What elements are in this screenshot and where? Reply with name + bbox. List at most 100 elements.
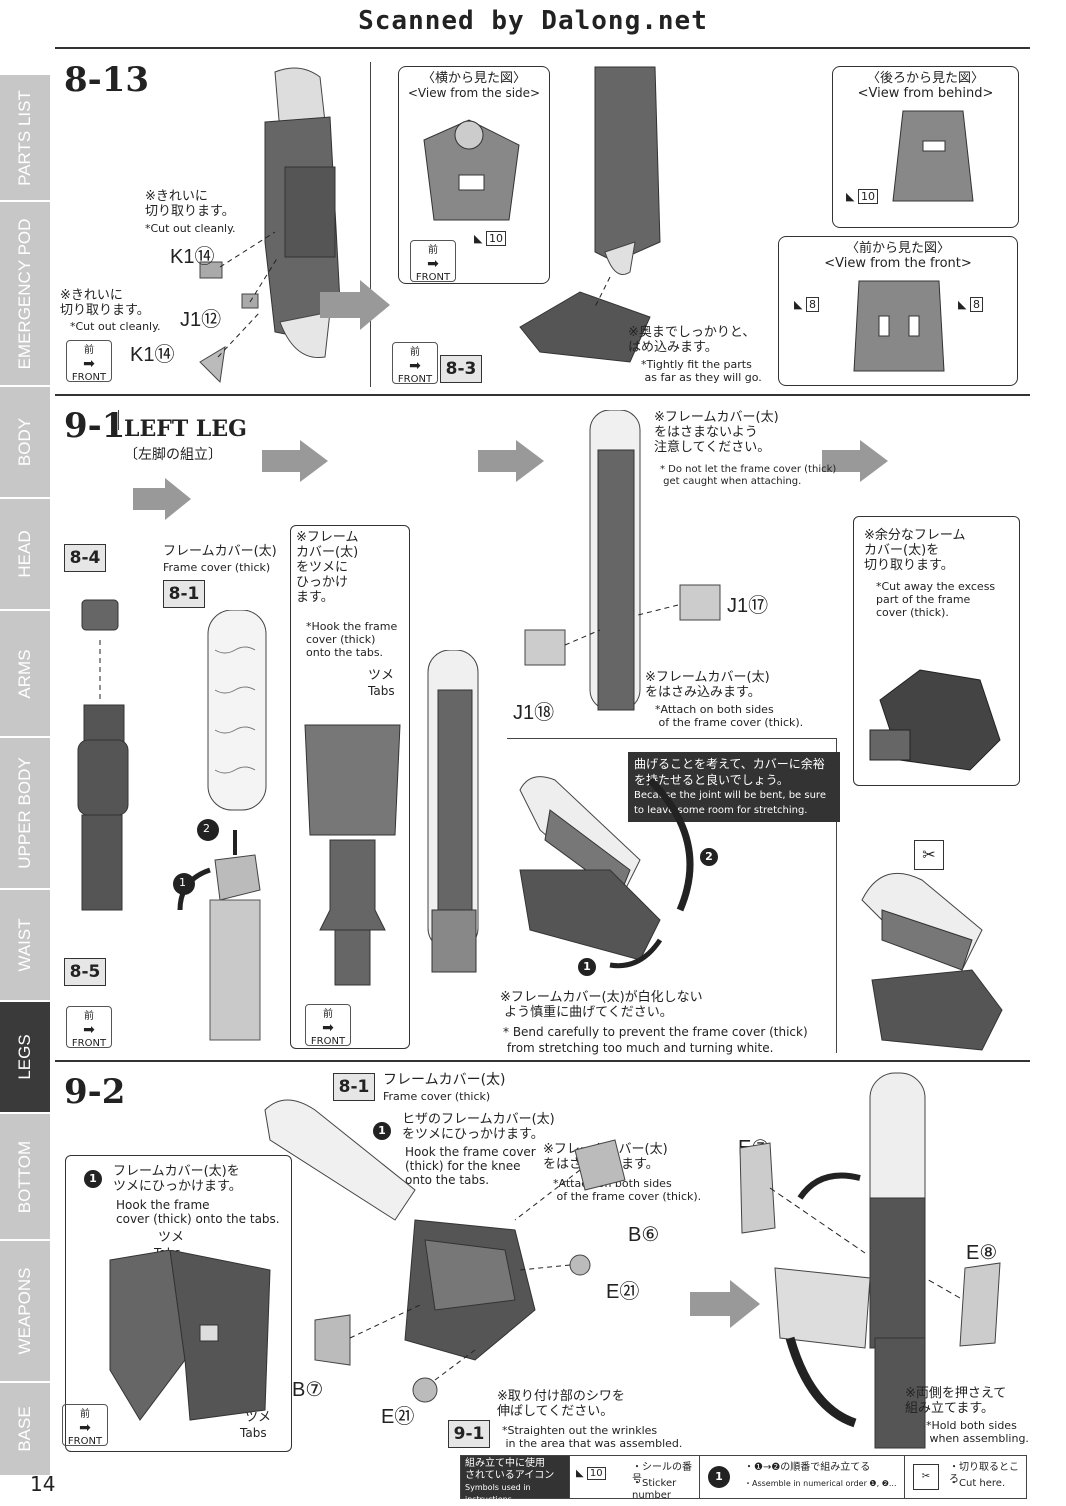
hook-note-en: *Hook the frame cover (thick) onto the t…	[306, 620, 398, 659]
side-view-title-en: <View from the side>	[407, 86, 541, 100]
step-number: 8-13	[64, 60, 150, 100]
next-arrow-icon	[262, 440, 328, 482]
front-badge-jp: 前	[84, 1011, 94, 1022]
column-divider	[836, 738, 837, 1053]
excess-note-jp: ※余分なフレーム カバー(太)を 切り取ります。	[864, 528, 966, 573]
circle-number-icon: 1	[373, 1121, 391, 1140]
part-label: E⑧	[966, 1242, 998, 1264]
behind-view-callout: 〈後ろから見た図〉 <View from behind>	[832, 66, 1019, 228]
part-label: J1⑱	[513, 702, 555, 724]
front-arrow-icon: ➡	[83, 1022, 95, 1038]
leg-with-cover-illustration	[427, 650, 479, 973]
step-order-1-icon: 1	[578, 958, 596, 976]
frame-cover-label-en: Frame cover (thick)	[163, 561, 271, 574]
sidebar-label: ARMS	[15, 648, 34, 699]
behind-view-illustration	[892, 110, 974, 202]
scan-credit: Scanned by Dalong.net	[358, 6, 708, 36]
knee-assembly-illustration	[264, 1099, 626, 1403]
sidebar-item-parts-list[interactable]: PARTS LIST	[0, 75, 50, 202]
sidebar-item-bottom[interactable]: BOTTOM	[0, 1114, 50, 1241]
sidebar-item-base[interactable]: BASE	[0, 1383, 50, 1477]
hook-note-jp: フレームカバー(太)を ツメにひっかけます。	[113, 1164, 242, 1194]
part-label: K1⑭	[170, 246, 215, 268]
front-badge: 前 ➡ FRONT	[305, 1004, 351, 1047]
step-order-1-icon: 1	[84, 1168, 102, 1188]
front-badge: 前 ➡ FRONT	[62, 1404, 108, 1447]
cut-note-jp: ※きれいに 切り取ります。	[145, 189, 235, 219]
sticker-10: ◣ 10	[474, 231, 506, 246]
part-label: E㉑	[606, 1281, 640, 1303]
fit-note-en: *Tightly fit the parts as far as they wi…	[641, 358, 762, 384]
part-label: J1⑫	[180, 309, 222, 331]
wrinkle-note-jp: ※取り付け部のシワを 伸ばしてください。	[497, 1389, 625, 1419]
tabs-label-jp: ツメ	[368, 668, 395, 683]
knee-bend-illustration	[519, 776, 694, 969]
step-order-2-icon: 2	[700, 848, 718, 866]
front-arrow-icon: ➡	[79, 1420, 91, 1436]
sticker-number: 10	[857, 189, 878, 204]
sidebar-label: UPPER BODY	[15, 757, 34, 869]
sidebar-label: BOTTOM	[15, 1140, 34, 1213]
circle-number-icon: 1	[578, 958, 596, 976]
sidebar-label: WAIST	[15, 918, 34, 972]
sidebar-item-legs[interactable]: LEGS	[0, 1002, 50, 1114]
hold-note-jp: ※両側を押さえて 組み立てます。	[905, 1386, 1007, 1416]
part-label: J1⑰	[727, 595, 769, 617]
sticker-number: 8	[969, 297, 983, 312]
part-label: K1⑭	[130, 344, 175, 366]
front-badge-jp: 前	[428, 245, 438, 256]
sticker-8: ◣ 8	[794, 297, 819, 312]
part-label: E㉑	[381, 1406, 415, 1428]
sidebar-label: EMERGENCY POD	[15, 218, 34, 369]
leg-frame-illustration	[77, 599, 129, 911]
wrinkle-note-en: *Straighten out the wrinkles in the area…	[502, 1424, 683, 1450]
knee-note-jp: ヒザのフレームカバー(太) をツメにひっかけます。	[402, 1112, 555, 1142]
excess-note-en: *Cut away the excess part of the frame c…	[876, 580, 996, 619]
cut-note-en: *Cut out cleanly.	[70, 320, 161, 333]
ref-step: 8-1	[163, 580, 205, 608]
attach-note-en: *Attach on both sides of the frame cover…	[655, 703, 804, 729]
behind-view-title-en: <View from behind>	[857, 86, 994, 101]
front-view-illustration	[853, 280, 945, 372]
front-badge-jp: 前	[84, 345, 94, 356]
legend-cut-en: ・Cut here.	[949, 1478, 1006, 1489]
sidebar-label: BODY	[15, 417, 34, 467]
step-order-1-icon: 1	[179, 876, 186, 889]
front-badge: 前 ➡ FRONT	[66, 1006, 112, 1049]
front-badge: 前 ➡ FRONT	[66, 340, 112, 383]
sidebar-item-emergency-pod[interactable]: EMERGENCY POD	[0, 202, 50, 387]
next-arrow-icon	[320, 280, 390, 330]
ref-step: 8-5	[64, 958, 106, 986]
sidebar-item-waist[interactable]: WAIST	[0, 890, 50, 1002]
step-number: 9-2	[64, 1072, 126, 1112]
column-divider	[370, 62, 371, 387]
front-arrow-icon: ➡	[409, 358, 421, 374]
sticker-number: 8	[805, 297, 819, 312]
legend-title-en: Symbols used in instructions	[465, 1483, 531, 1504]
step-subtitle: 〔左脚の組立〕	[124, 447, 222, 463]
cut-note-jp: ※きれいに 切り取ります。	[60, 288, 150, 318]
sidebar-item-head[interactable]: HEAD	[0, 499, 50, 611]
cut-here-icon: ✂	[914, 840, 944, 870]
sidebar-item-body[interactable]: BODY	[0, 387, 50, 499]
sidebar-item-upper-body[interactable]: UPPER BODY	[0, 738, 50, 890]
front-badge: 前 ➡ FRONT	[392, 342, 438, 385]
frame-cover-closeup	[304, 724, 401, 986]
frame-cover-label-en: Frame cover (thick)	[383, 1090, 491, 1103]
legend-sticker-en: ・Sticker number	[632, 1478, 677, 1501]
bend-note-box: 曲げることを考えて、カバーに余裕 を持たせると良いでしょう。 Because t…	[628, 752, 840, 822]
sidebar-item-arms[interactable]: ARMS	[0, 611, 50, 738]
section-divider	[55, 47, 1030, 49]
sticker-number: 10	[586, 1467, 606, 1480]
circle-number-icon: 1	[84, 1169, 102, 1188]
circle-number-icon: 1	[708, 1466, 730, 1488]
frame-cover-label-jp: フレームカバー(太)	[163, 544, 277, 559]
next-arrow-icon	[133, 478, 191, 520]
finished-knee-illustration	[861, 872, 1003, 1051]
sticker-10: ◣ 10	[846, 189, 878, 204]
front-badge-jp: 前	[410, 347, 420, 358]
column-divider	[118, 410, 119, 430]
sidebar-item-weapons[interactable]: WEAPONS	[0, 1241, 50, 1383]
legend-sticker: ◣ 10 ・シールの番号 ・Sticker number	[569, 1456, 700, 1501]
part-label: B⑦	[292, 1379, 324, 1401]
